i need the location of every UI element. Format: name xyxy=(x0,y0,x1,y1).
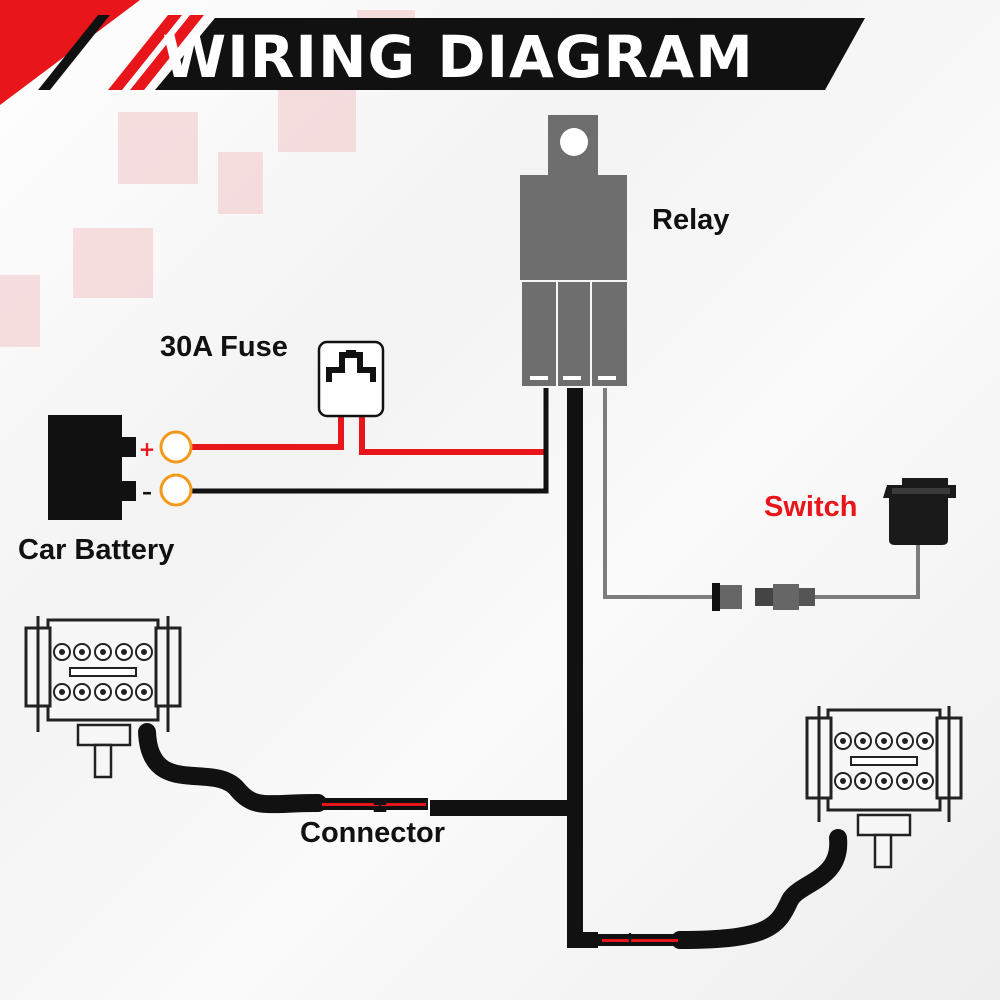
relay-label: Relay xyxy=(652,204,729,236)
title-bar xyxy=(155,18,865,90)
relay-body xyxy=(520,175,627,280)
car-battery: + – xyxy=(48,415,193,520)
relay-pin xyxy=(592,282,627,386)
relay-pin xyxy=(522,282,556,386)
rocker-switch xyxy=(883,478,956,545)
switch-signal-wire xyxy=(603,388,920,599)
connector-bottom-mark: ± xyxy=(622,927,639,951)
background-squares xyxy=(0,10,415,347)
page-title: WIRING DIAGRAM xyxy=(162,23,754,91)
main-harness xyxy=(430,388,598,948)
stripe-dark xyxy=(38,15,110,90)
stripe-accent xyxy=(130,15,204,90)
positive-terminal-ring xyxy=(159,430,193,464)
car-battery-label: Car Battery xyxy=(18,534,174,566)
connector-bottom: ± xyxy=(598,927,680,951)
connector-left-mark: ± xyxy=(372,793,389,817)
relay-mount-hole xyxy=(560,128,588,156)
negative-terminal-ring xyxy=(159,473,193,507)
fuse xyxy=(317,340,385,418)
stripe-accent xyxy=(108,15,182,90)
connector-left: ± xyxy=(318,793,428,817)
negative-terminal-sign: – xyxy=(142,480,152,504)
relay-pin xyxy=(558,282,590,386)
led-light-pod-right xyxy=(805,706,963,869)
lamp-cables xyxy=(138,723,848,949)
title-banner: WIRING DIAGRAM xyxy=(0,0,865,105)
negative-wire xyxy=(190,388,549,494)
switch-connector xyxy=(712,583,815,611)
led-light-pod-left xyxy=(24,616,182,779)
connector-label: Connector xyxy=(300,817,445,849)
fuse-label: 30A Fuse xyxy=(160,331,288,363)
positive-terminal-sign: + xyxy=(139,437,156,461)
positive-wire xyxy=(190,415,545,455)
relay xyxy=(520,115,627,386)
switch-label: Switch xyxy=(764,491,857,523)
